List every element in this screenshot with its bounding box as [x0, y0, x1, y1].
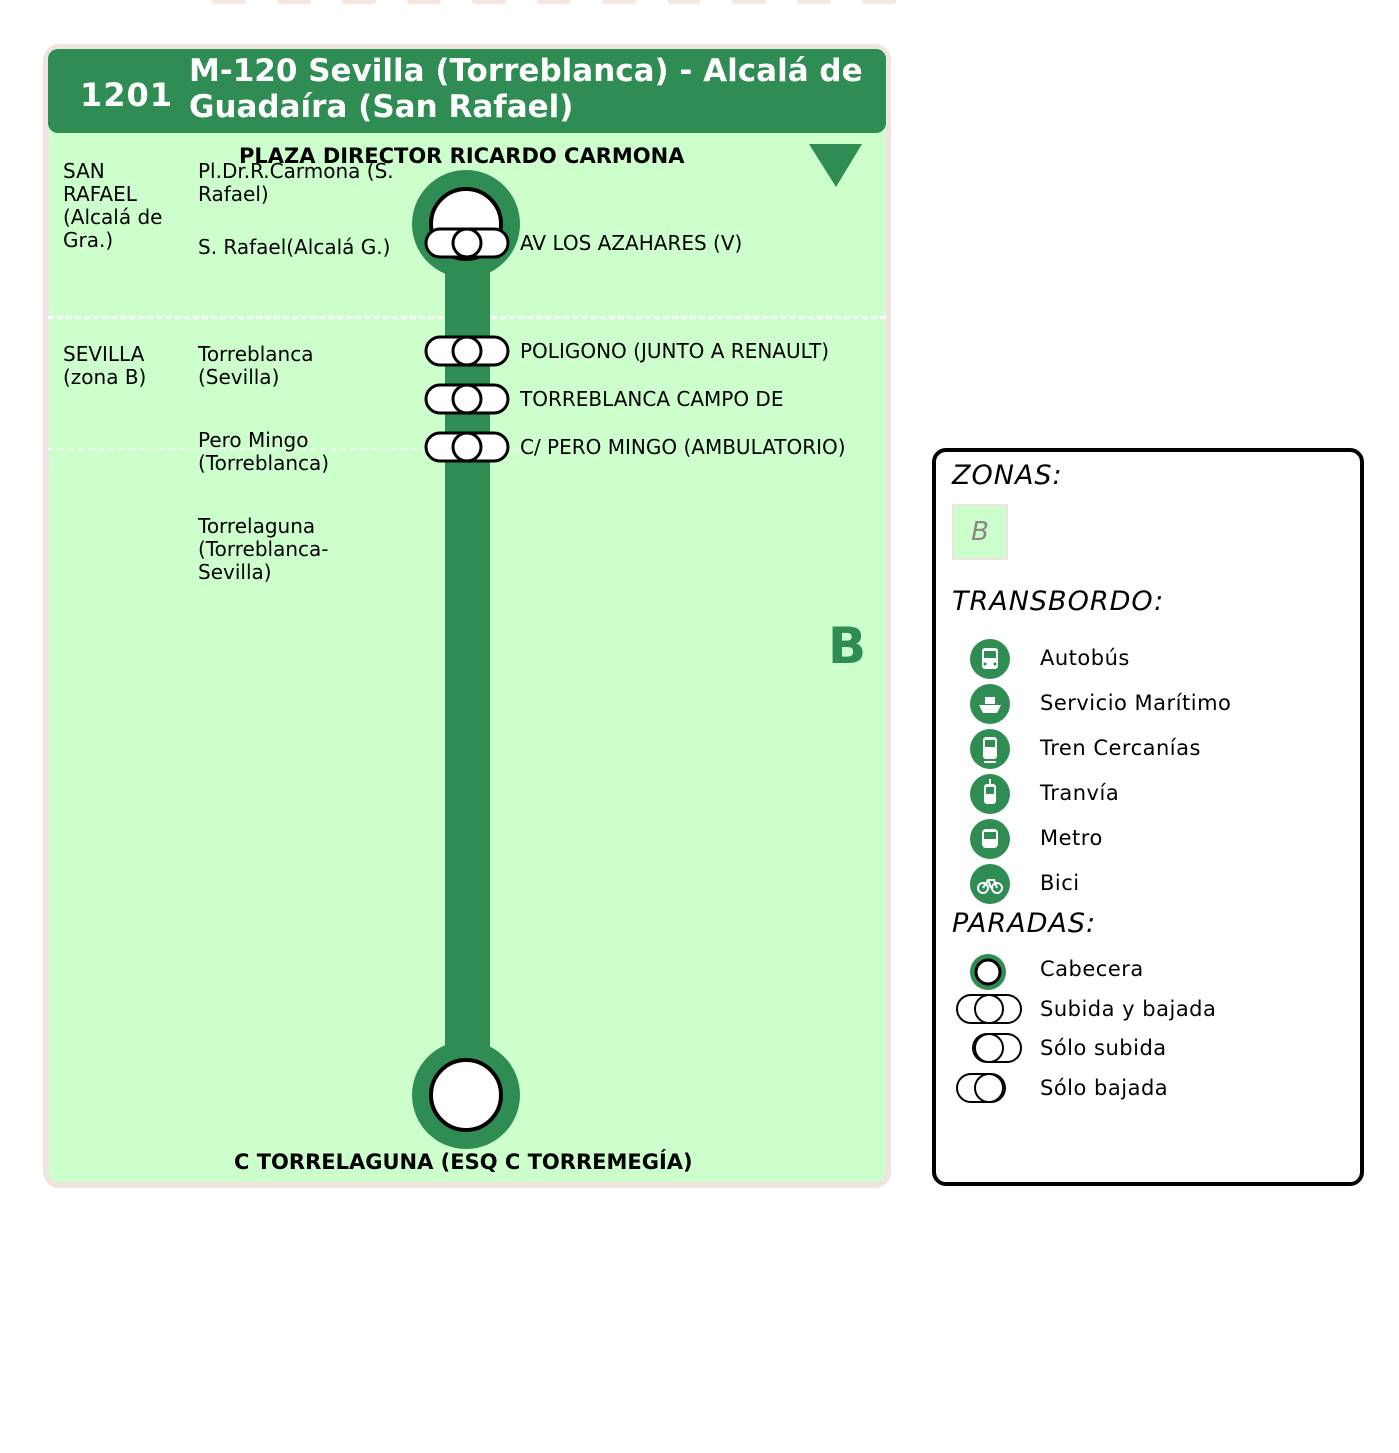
top-decoration — [212, 0, 896, 4]
legend-stop-label: Sólo bajada — [1040, 1076, 1169, 1100]
zone-name-san-rafael: SAN RAFAEL (Alcalá de Gra.) — [63, 159, 163, 252]
cabecera-icon — [970, 954, 1006, 990]
legend-transfer-label: Autobús — [1040, 646, 1130, 670]
zone-letter: B — [828, 617, 867, 675]
line-title-line2: Guadaíra (San Rafael) — [189, 89, 574, 125]
legend-zonas-title: ZONAS: — [952, 460, 1063, 491]
end-terminal-label: C TORRELAGUNA (ESQ C TORREMEGÍA) — [234, 1150, 693, 1174]
solo-subida-icon — [972, 1033, 1022, 1063]
locality-label: Pl.Dr.R.Carmona (S. Rafael) — [198, 159, 394, 206]
start-terminal-label: PLAZA DIRECTOR RICARDO CARMONA — [239, 144, 685, 168]
legend-stop-label: Sólo subida — [1040, 1036, 1167, 1060]
locality-label: Torreblanca (Sevilla) — [198, 342, 314, 389]
line-title: M-120 Sevilla (Torreblanca) - Alcalá de … — [189, 53, 863, 125]
end-terminal-stop — [429, 1058, 503, 1132]
bike-icon — [970, 864, 1010, 904]
legend-transfer-label: Metro — [1040, 826, 1103, 850]
stop-marker — [424, 431, 510, 463]
line-title-line1: M-120 Sevilla (Torreblanca) - Alcalá de — [189, 53, 863, 89]
zone-name-sevilla: SEVILLA (zona B) — [63, 342, 147, 389]
stop-label: AV LOS AZAHARES (V) — [520, 231, 743, 255]
legend-stop-label: Cabecera — [1040, 957, 1144, 981]
locality-label: Torrelaguna (Torreblanca- Sevilla) — [198, 514, 329, 584]
legend-transfer-label: Bici — [1040, 871, 1080, 895]
legend-zone-chip: B — [952, 504, 1008, 560]
metro-icon — [970, 819, 1010, 859]
solo-bajada-icon — [956, 1073, 1006, 1103]
direction-arrow-icon — [809, 144, 862, 187]
legend-transfer-label: Tranvía — [1040, 781, 1120, 805]
ship-icon — [970, 684, 1010, 724]
stop-marker — [424, 383, 510, 415]
legend-stop-label: Subida y bajada — [1040, 997, 1217, 1021]
legend-paradas-title: PARADAS: — [952, 908, 1097, 939]
route-header: 1201 M-120 Sevilla (Torreblanca) - Alcal… — [48, 49, 886, 133]
legend-transfer-label: Tren Cercanías — [1040, 736, 1201, 760]
line-number: 1201 — [80, 76, 174, 114]
train-icon — [970, 729, 1010, 769]
stop-marker — [424, 227, 510, 259]
legend-transfer-label: Servicio Marítimo — [1040, 691, 1232, 715]
legend-box: ZONAS: B TRANSBORDO: Autobús Servicio Ma… — [932, 448, 1364, 1186]
route-line — [445, 225, 490, 1095]
legend-transbordo-title: TRANSBORDO: — [952, 586, 1165, 617]
tram-icon — [970, 774, 1010, 814]
stop-marker — [424, 335, 510, 367]
locality-label: S. Rafael(Alcalá G.) — [198, 235, 391, 259]
locality-divider — [48, 448, 528, 450]
bus-icon — [970, 639, 1010, 679]
subida-bajada-icon — [956, 994, 1022, 1024]
stop-label: C/ PERO MINGO (AMBULATORIO) — [520, 435, 846, 459]
stop-label: TORREBLANCA CAMPO DE — [520, 387, 784, 411]
stop-label: POLIGONO (JUNTO A RENAULT) — [520, 339, 830, 363]
locality-label: Pero Mingo (Torreblanca) — [198, 428, 330, 475]
